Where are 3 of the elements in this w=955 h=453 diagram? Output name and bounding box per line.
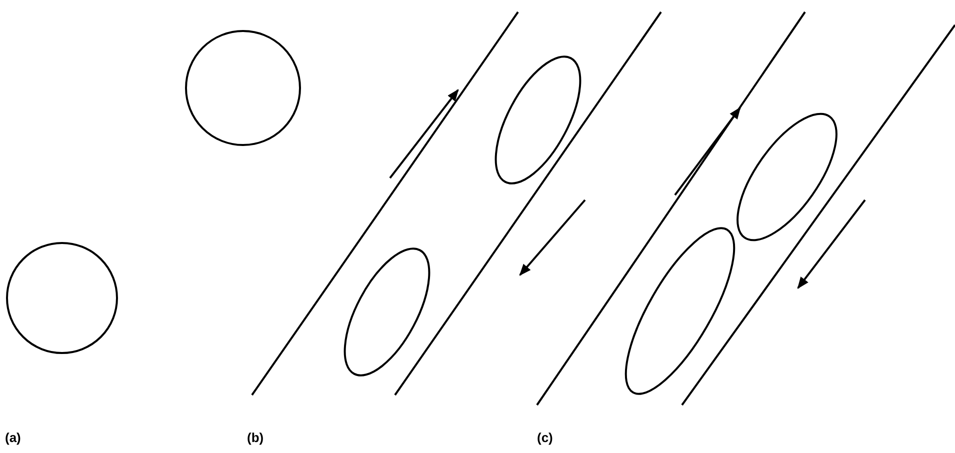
panel-label: (c) <box>537 430 553 445</box>
panel-label: (a) <box>5 430 21 445</box>
panel-label: (b) <box>247 430 264 445</box>
